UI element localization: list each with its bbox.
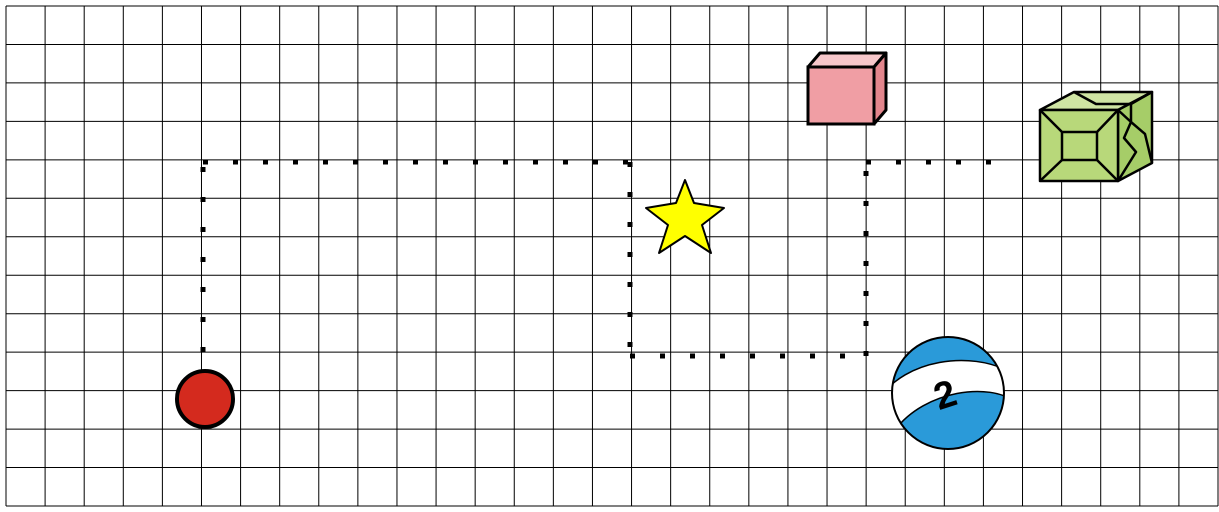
pink-cube-side bbox=[874, 53, 886, 124]
green-box bbox=[1040, 92, 1152, 181]
billiard-ball: 2 bbox=[880, 337, 1015, 449]
star bbox=[646, 180, 724, 253]
pink-cube-front bbox=[808, 67, 874, 124]
pink-cube bbox=[808, 53, 886, 124]
grid-lines bbox=[6, 6, 1218, 506]
red-ball bbox=[177, 371, 233, 427]
dotted-path bbox=[203, 162, 1010, 356]
